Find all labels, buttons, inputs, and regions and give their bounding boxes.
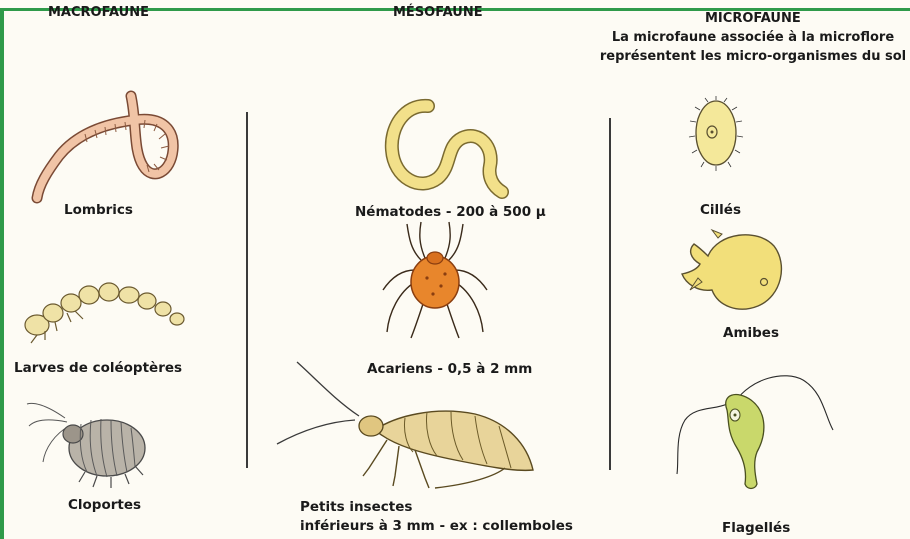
springtail-icon (275, 360, 545, 500)
label-larves-coleopteres: Larves de coléoptères (14, 360, 182, 376)
label-cloportes: Cloportes (68, 497, 141, 513)
mite-icon (375, 220, 495, 340)
label-petits-insectes-line1: Petits insectes (300, 499, 412, 515)
mesofaune-title: MÉSOFAUNE (393, 5, 483, 20)
frame-left-border (0, 8, 4, 539)
column-divider-left (246, 112, 248, 468)
label-nematodes: Nématodes - 200 à 500 µ (355, 204, 546, 220)
column-divider-right (609, 118, 611, 470)
macrofaune-title: MACROFAUNE (48, 5, 149, 20)
label-flagelles: Flagellés (722, 520, 790, 536)
label-cilles: Cillés (700, 202, 741, 218)
microfaune-title: MICROFAUNE (705, 11, 801, 26)
nematode-icon (380, 100, 520, 200)
microfaune-subtitle-line1: La microfaune associée à la microflore (598, 30, 908, 45)
label-amibes: Amibes (723, 325, 779, 341)
earthworm-icon (25, 90, 195, 210)
amoeba-icon (678, 226, 788, 312)
flagellate-icon (675, 370, 835, 500)
beetle-larva-icon (15, 275, 195, 345)
label-lombrics: Lombrics (64, 202, 133, 218)
label-petits-insectes-line2: inférieurs à 3 mm - ex : collemboles (300, 518, 573, 534)
microfaune-subtitle-line2: représentent les micro-organismes du sol (598, 49, 908, 64)
ciliate-icon (690, 96, 742, 172)
woodlouse-icon (25, 398, 155, 490)
